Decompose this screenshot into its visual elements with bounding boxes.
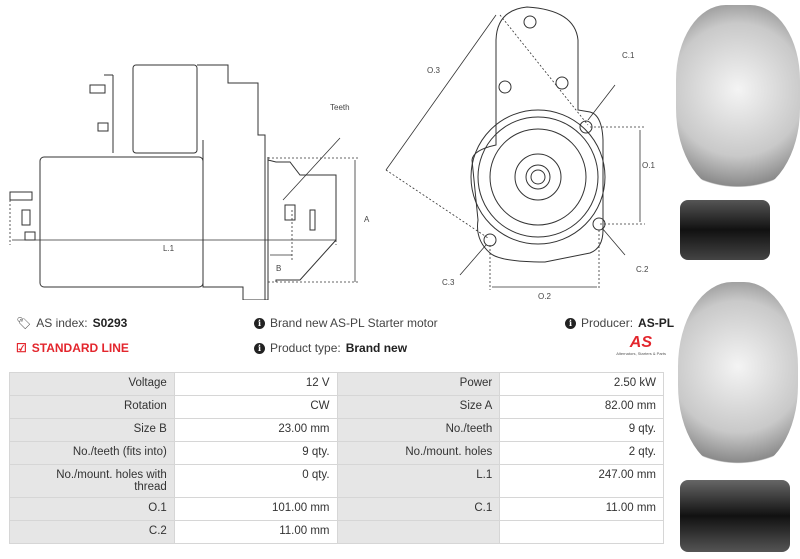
spec-label: No./teeth (fits into) <box>9 441 175 465</box>
dim-o1-label: O.1 <box>642 161 655 170</box>
table-row: No./teeth (fits into)9 qty.No./mount. ho… <box>9 441 664 465</box>
producer: i Producer: AS-PL <box>565 316 674 330</box>
dim-c2-label: C.2 <box>636 265 649 274</box>
dim-l1-label: L.1 <box>163 244 175 253</box>
spec-label: L.1 <box>336 464 501 498</box>
spec-label: O.1 <box>9 497 175 521</box>
as-index-label: AS index: <box>36 316 88 330</box>
spec-label: Rotation <box>9 395 175 419</box>
product-photo-rear[interactable] <box>678 282 798 470</box>
spec-value: 11.00 mm <box>499 497 664 521</box>
check-square-icon: ☑ <box>16 341 27 355</box>
spec-label: No./mount. holes <box>336 441 501 465</box>
spec-value: 9 qty. <box>173 441 338 465</box>
product-photo-side-2[interactable] <box>680 480 790 552</box>
as-index-value: S0293 <box>92 316 128 330</box>
dim-b-label: B <box>276 264 281 273</box>
info-icon: i <box>565 317 576 329</box>
dim-c1-label: C.1 <box>622 51 635 60</box>
front-view-drawing: O.3 C.1 O.1 C.2 C.3 O.2 <box>385 6 655 300</box>
product-type-label: Product type: <box>270 341 341 355</box>
spec-label: C.1 <box>336 497 501 521</box>
dim-o2-label: O.2 <box>538 292 551 300</box>
as-pl-logo: AS Alternators, Starters & Parts <box>616 334 666 357</box>
product-photo-side[interactable] <box>680 200 770 260</box>
spec-value: 82.00 mm <box>499 395 664 419</box>
spec-label: Size B <box>9 418 175 442</box>
spec-value: CW <box>173 395 338 419</box>
info-icon: i <box>254 342 265 354</box>
description-text: Brand new AS-PL Starter motor <box>270 316 438 330</box>
spec-value: 11.00 mm <box>173 520 338 544</box>
product-photo-front[interactable] <box>676 5 800 193</box>
spec-value: 12 V <box>173 372 338 396</box>
dim-a-label: A <box>364 215 370 224</box>
solenoid <box>132 64 198 154</box>
dim-c3-label: C.3 <box>442 278 455 287</box>
product-type: i Product type: Brand new <box>254 341 407 355</box>
dim-o3-label: O.3 <box>427 66 440 75</box>
side-view-drawing: Teeth A B L.1 <box>9 64 370 300</box>
spec-label: No./teeth <box>336 418 501 442</box>
tags-icon: 🏷 <box>16 316 32 330</box>
producer-value: AS-PL <box>638 316 675 330</box>
spec-label: Power <box>336 372 501 396</box>
motor-body <box>39 156 204 288</box>
product-type-value: Brand new <box>345 341 408 355</box>
spec-label: Voltage <box>9 372 175 396</box>
spec-value: 9 qty. <box>499 418 664 442</box>
producer-label: Producer: <box>581 316 634 330</box>
spec-label: No./mount. holes with thread <box>9 464 175 498</box>
standard-line-badge: ☑ STANDARD LINE <box>16 341 129 355</box>
spec-value: 2 qty. <box>499 441 664 465</box>
spec-label: Size A <box>336 395 501 419</box>
line-label: STANDARD LINE <box>31 341 129 355</box>
spec-value <box>499 520 664 544</box>
description: i Brand new AS-PL Starter motor <box>254 316 438 330</box>
spec-value: 2.50 kW <box>499 372 664 396</box>
info-icon: i <box>254 317 265 329</box>
spec-value: 247.00 mm <box>499 464 664 498</box>
spec-value: 0 qty. <box>173 464 338 498</box>
as-index: 🏷 AS index: S0293 <box>16 316 127 330</box>
spec-value: 101.00 mm <box>173 497 338 521</box>
spec-label <box>336 520 501 544</box>
spec-label: C.2 <box>9 520 175 544</box>
teeth-label: Teeth <box>330 103 350 112</box>
spec-value: 23.00 mm <box>173 418 338 442</box>
